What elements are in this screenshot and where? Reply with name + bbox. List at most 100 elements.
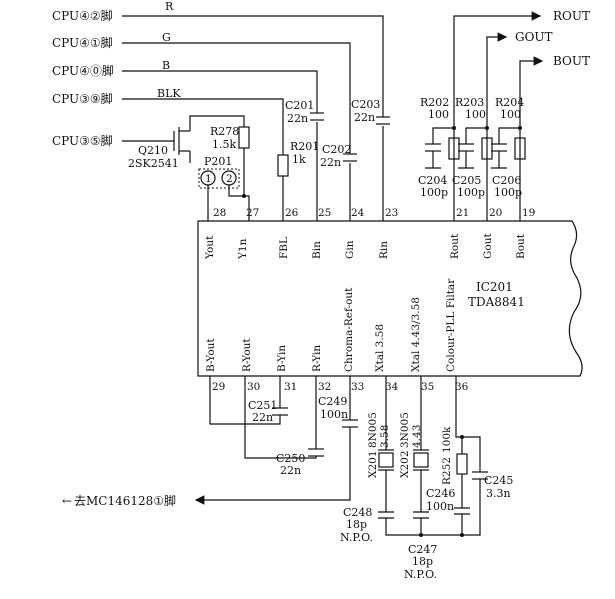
wire-p201 bbox=[207, 185, 244, 221]
r203-resistor bbox=[481, 137, 493, 160]
p201-pin1-label: 1 bbox=[205, 173, 212, 185]
x202-freq: 4.43 bbox=[411, 425, 423, 448]
pin-35-name: Xtal 4.43/3.58 bbox=[410, 297, 422, 372]
c205-label: C205 bbox=[452, 174, 481, 187]
c249-label: C249 bbox=[318, 395, 347, 408]
r204-value: 100 bbox=[500, 108, 521, 121]
pin-33-name: Chroma-Ref-out bbox=[343, 287, 355, 372]
cpu-label-35: CPU③⑤脚 bbox=[52, 133, 113, 148]
pin-32-num: 32 bbox=[318, 381, 331, 393]
pin-24-num: 24 bbox=[351, 207, 365, 219]
wire-r278 bbox=[243, 148, 250, 221]
pin-23-name: Rin bbox=[378, 241, 390, 259]
bottom-pin-names: B-Yout R-Yout B-Yin R-Yin Chroma-Ref-out… bbox=[205, 278, 457, 372]
bottom-pin-numbers: 29 30 31 32 33 34 35 36 bbox=[212, 381, 469, 393]
c251-cap bbox=[272, 407, 288, 416]
pin-32-name: R-Yin bbox=[311, 345, 323, 372]
pin-19-name: Bout bbox=[515, 233, 527, 259]
c251-value: 22n bbox=[252, 411, 273, 424]
c203-label: C203 bbox=[351, 98, 380, 111]
pin-30-num: 30 bbox=[247, 381, 260, 393]
ic-body bbox=[197, 220, 583, 377]
cpu-label-41: CPU④①脚 bbox=[52, 35, 113, 50]
wire-rout bbox=[453, 11, 542, 221]
pin-36-num: 36 bbox=[455, 381, 469, 393]
pin-21-name: Rout bbox=[449, 233, 461, 259]
r252-value: 100k bbox=[441, 426, 453, 453]
c248-type: N.P.O. bbox=[340, 531, 373, 544]
x201-part: 8N005 bbox=[367, 412, 379, 448]
pin-25-num: 25 bbox=[318, 207, 331, 219]
c250-cap bbox=[308, 448, 324, 457]
pin-23-num: 23 bbox=[385, 207, 398, 219]
c205-cap bbox=[458, 143, 474, 152]
c246-value: 100n bbox=[426, 500, 454, 513]
x201-freq: 3.58 bbox=[379, 425, 391, 448]
dest-arrow-glyph: ← bbox=[62, 494, 72, 508]
r202-value: 100 bbox=[428, 108, 449, 121]
junction-dots bbox=[242, 126, 522, 537]
pin-34-name: Xtal 3.58 bbox=[374, 324, 386, 372]
signal-blk-label: BLK bbox=[157, 87, 181, 100]
r204-resistor bbox=[514, 137, 526, 160]
x201-label: X201 bbox=[367, 450, 379, 478]
pin-31-num: 31 bbox=[284, 381, 297, 393]
c206-label: C206 bbox=[492, 174, 521, 187]
cpu-label-42: CPU④②脚 bbox=[52, 8, 113, 23]
c245-label: C245 bbox=[484, 474, 513, 487]
x202-part: 3N005 bbox=[399, 412, 411, 448]
c245-cap bbox=[472, 471, 488, 480]
wire-b bbox=[122, 70, 318, 221]
pin-20-name: Gout bbox=[482, 233, 494, 259]
pin-20-num: 20 bbox=[489, 207, 502, 219]
signal-r-label: R bbox=[165, 0, 174, 13]
c250-value: 22n bbox=[280, 464, 301, 477]
q210-part: 2SK2541 bbox=[128, 157, 179, 170]
pin-28-num: 28 bbox=[213, 207, 226, 219]
c202-label: C202 bbox=[322, 143, 351, 156]
pin-29-num: 29 bbox=[212, 381, 225, 393]
r203-value: 100 bbox=[465, 108, 486, 121]
c203-cap bbox=[376, 116, 390, 126]
r202-resistor bbox=[448, 137, 460, 160]
pin-35-num: 35 bbox=[421, 381, 434, 393]
cpu-label-39: CPU③⑨脚 bbox=[52, 91, 113, 106]
wire-30-32 bbox=[244, 376, 317, 459]
p201-connector bbox=[198, 168, 240, 189]
c250-label: C250 bbox=[276, 452, 305, 465]
wire-blk bbox=[122, 98, 284, 155]
c251-label: C251 bbox=[248, 399, 277, 412]
top-pin-numbers: 28 27 26 25 24 23 21 20 19 bbox=[213, 207, 535, 219]
top-pin-names: Yout Y1n FBL Bin Gin Rin Rout Gout Bout bbox=[204, 233, 527, 260]
wire-35 bbox=[413, 376, 429, 535]
pin-26-num: 26 bbox=[285, 207, 299, 219]
wire-r bbox=[122, 15, 384, 221]
pin-21-num: 21 bbox=[456, 207, 469, 219]
r202-label: R202 bbox=[420, 96, 449, 109]
signal-b-label: B bbox=[162, 59, 170, 72]
pin-28-name: Yout bbox=[204, 235, 216, 260]
r278-value: 1.5k bbox=[212, 138, 236, 151]
c202-cap bbox=[343, 153, 357, 163]
r201-value: 1k bbox=[292, 153, 306, 166]
wire-33 bbox=[196, 376, 351, 500]
wire-gout bbox=[486, 32, 508, 221]
pin-30-name: R-Yout bbox=[241, 338, 253, 372]
wire-36 bbox=[454, 376, 470, 535]
c204-label: C204 bbox=[418, 174, 447, 187]
r201-label: R201 bbox=[290, 140, 319, 153]
c201-label: C201 bbox=[285, 99, 314, 112]
signal-g-label: G bbox=[162, 31, 171, 44]
c206-cap bbox=[491, 143, 507, 152]
pin-27-num: 27 bbox=[246, 207, 259, 219]
r252-resistor bbox=[456, 453, 468, 475]
c204-cap bbox=[425, 143, 441, 152]
ic-ref: IC201 bbox=[476, 280, 513, 294]
c247-label: C247 bbox=[408, 543, 437, 556]
q210-transistor bbox=[173, 115, 245, 163]
r203-label: R203 bbox=[455, 96, 484, 109]
p201-label: P201 bbox=[204, 155, 232, 168]
q210-label: Q210 bbox=[138, 144, 168, 157]
pin-26-name: FBL bbox=[278, 237, 290, 259]
